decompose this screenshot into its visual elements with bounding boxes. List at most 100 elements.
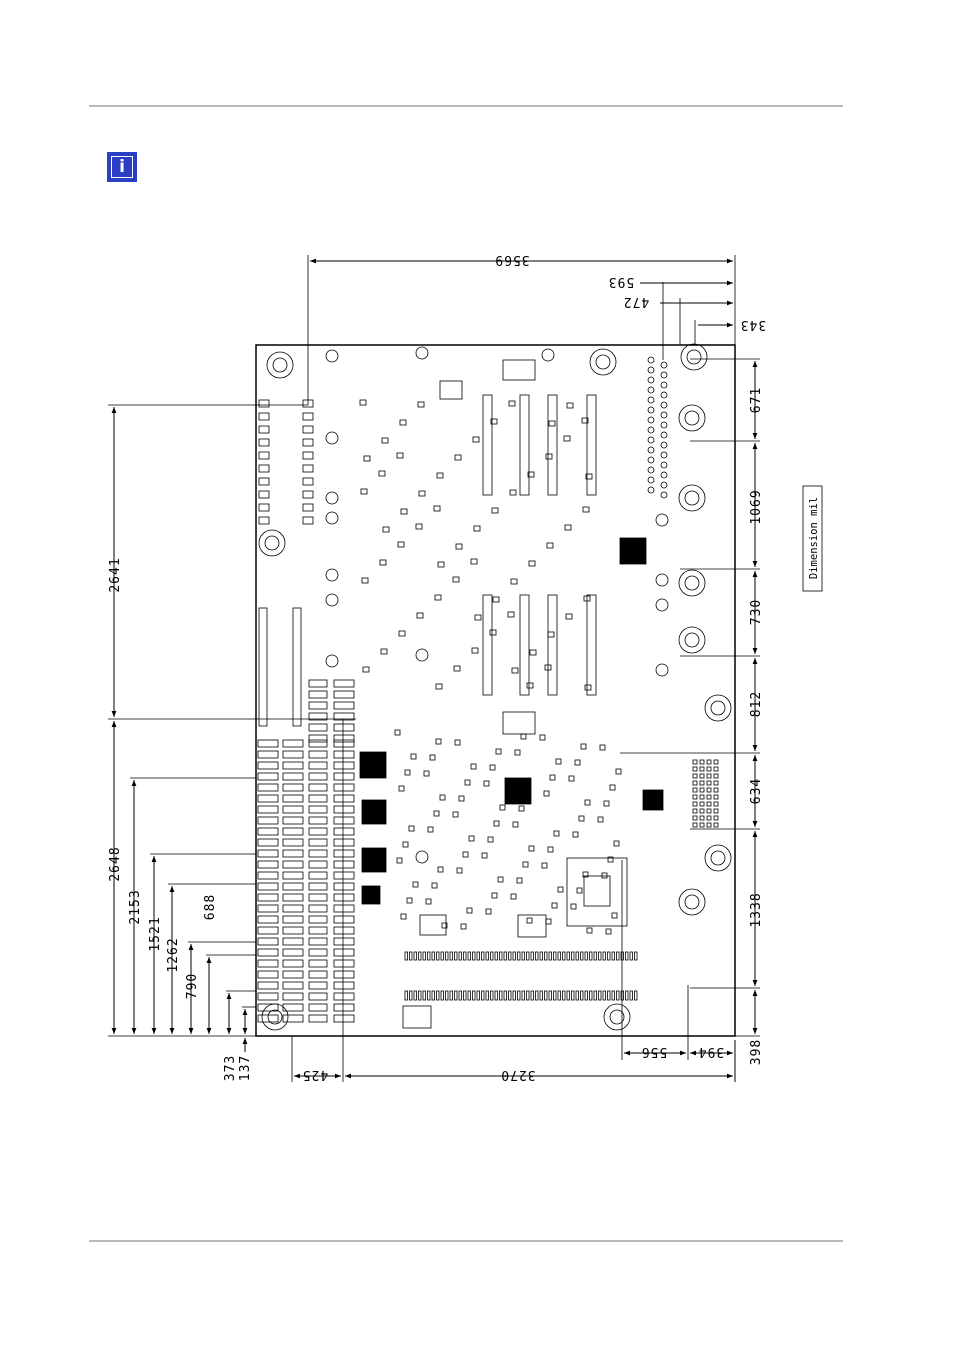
pin — [589, 951, 593, 961]
via-pad — [655, 598, 669, 612]
pad-row — [333, 701, 355, 710]
connector-pad — [258, 516, 270, 525]
pad-row — [282, 1014, 304, 1023]
pad-row — [257, 871, 279, 880]
smd-pad — [545, 918, 552, 925]
smd-pad — [512, 821, 519, 828]
smd-pad — [514, 749, 521, 756]
smd-pad — [466, 907, 473, 914]
smd-pad — [397, 541, 405, 548]
smd-pad — [493, 820, 500, 827]
smd-pad — [576, 887, 583, 894]
header-pin — [713, 766, 719, 772]
connector-pad — [258, 503, 270, 512]
smd-pad — [433, 810, 440, 817]
header-pin — [706, 766, 712, 772]
edge-connector — [292, 607, 302, 727]
smd-pad — [526, 917, 533, 924]
pad-row — [257, 838, 279, 847]
smd-pad — [528, 845, 535, 852]
pad-row — [308, 679, 328, 688]
header-pin — [713, 808, 719, 814]
connector-pad — [258, 477, 270, 486]
smd-pad — [396, 857, 403, 864]
dim-left-2641: 2641 — [108, 557, 123, 592]
smd-pad — [363, 455, 371, 462]
header-pin — [706, 808, 712, 814]
pin — [517, 990, 521, 1001]
header-pin — [692, 822, 698, 828]
pad-row — [257, 794, 279, 803]
connector-pad — [258, 464, 270, 473]
header-pin — [660, 391, 668, 399]
smd-pad — [418, 490, 426, 497]
smd-pad — [572, 831, 579, 838]
pad-row — [282, 937, 304, 946]
smd-pad — [582, 871, 589, 878]
pin — [458, 951, 462, 961]
bga-die — [583, 875, 611, 907]
pad-row — [308, 701, 328, 710]
pad-row — [257, 992, 279, 1001]
pad-row — [333, 915, 355, 924]
pad-row — [308, 937, 328, 946]
pin — [503, 990, 507, 1001]
header-pin — [660, 431, 668, 439]
pin — [607, 951, 611, 961]
smd-pad — [435, 738, 442, 745]
pad-row — [308, 838, 328, 847]
smd-pad — [436, 472, 444, 479]
pad-row — [333, 926, 355, 935]
pin — [616, 990, 620, 1001]
smd-pad — [529, 649, 537, 656]
pin — [553, 951, 557, 961]
connector-pad — [302, 425, 314, 434]
header-pin — [660, 481, 668, 489]
pad-row — [308, 723, 328, 732]
pin — [602, 951, 606, 961]
pad-row — [333, 871, 355, 880]
pin — [440, 990, 444, 1001]
smd-pad — [396, 452, 404, 459]
via-pad — [655, 573, 669, 587]
header-pin — [713, 759, 719, 765]
header-pin — [647, 426, 655, 434]
pad-row — [257, 827, 279, 836]
pin — [530, 990, 534, 1001]
smd-pad — [585, 473, 593, 480]
mounting-hole-inner — [686, 349, 702, 365]
smd-pad — [360, 488, 368, 495]
header-pin — [699, 822, 705, 828]
mounting-hole — [678, 626, 706, 654]
header-pin — [692, 780, 698, 786]
mounting-hole — [678, 484, 706, 512]
smd-pad — [541, 862, 548, 869]
smd-pad — [543, 790, 550, 797]
dim-right-730: 730 — [749, 599, 764, 625]
smd-pad — [472, 436, 480, 443]
dim-left-790: 790 — [185, 973, 200, 999]
pad-row — [333, 981, 355, 990]
connector-pad — [302, 516, 314, 525]
via-pad — [541, 348, 555, 362]
pad-row — [257, 772, 279, 781]
smd-pad — [404, 769, 411, 776]
dimension-lines — [111, 258, 758, 1082]
pad-row — [333, 838, 355, 847]
component-box — [402, 1005, 432, 1029]
smd-pad — [516, 877, 523, 884]
smd-pad — [412, 881, 419, 888]
pin — [427, 951, 431, 961]
smd-pad — [611, 912, 618, 919]
header-pin — [647, 416, 655, 424]
via-pad — [325, 568, 339, 582]
pad-row — [282, 849, 304, 858]
mounting-hole — [261, 1003, 289, 1031]
header-pin — [660, 401, 668, 409]
pad-row — [257, 816, 279, 825]
smd-pad — [489, 764, 496, 771]
smd-pad — [545, 453, 553, 460]
smd-pad — [499, 804, 506, 811]
pad-row — [308, 734, 328, 743]
smd-pad — [605, 928, 612, 935]
